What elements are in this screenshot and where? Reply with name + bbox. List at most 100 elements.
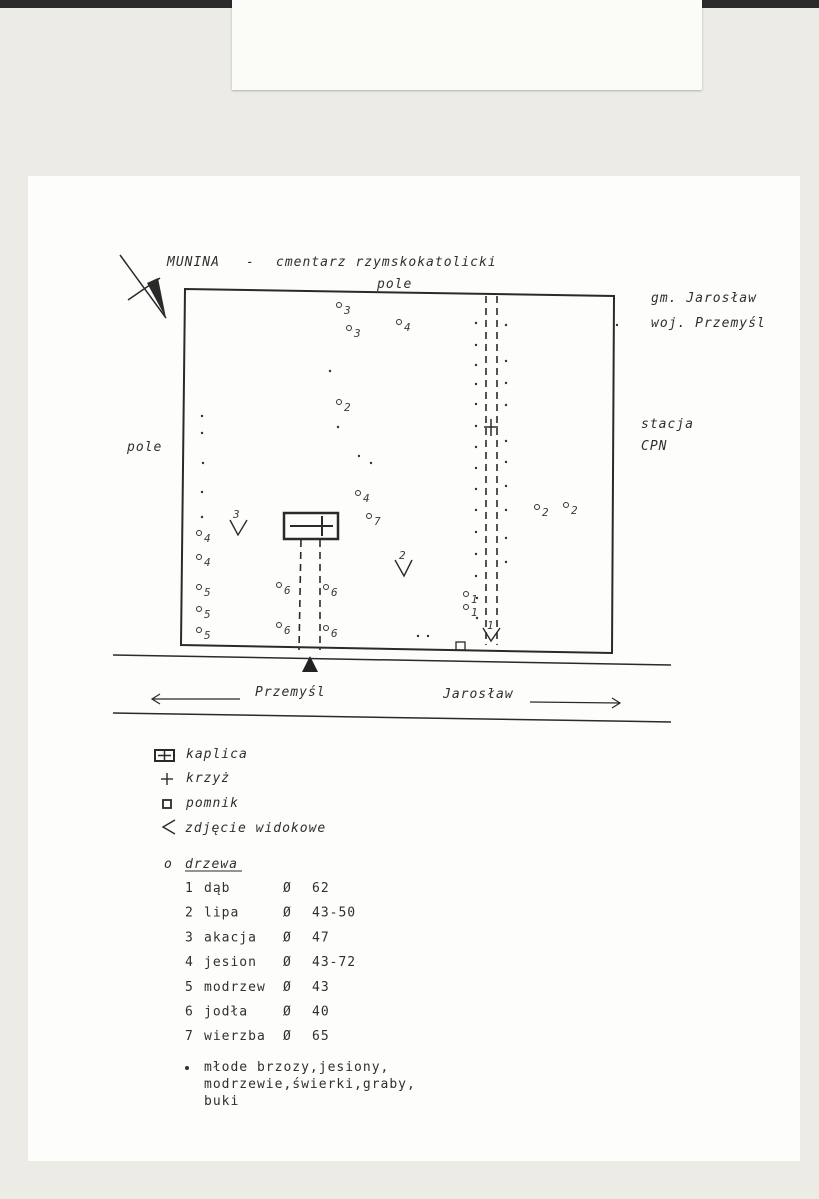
tree-ring-icon (276, 622, 282, 628)
tree-ring-icon (196, 606, 202, 612)
tree-species-diameter: 43-72 (312, 955, 356, 970)
legend-view: zdjęcie widokowe (161, 819, 326, 836)
young-trees-line-1: młode brzozy,jesiony, (204, 1060, 389, 1075)
tree-ring-icon (463, 591, 469, 597)
legend-label-monument: pomnik (185, 796, 239, 811)
tree-mark: 3 (336, 302, 351, 317)
tree-number: 7 (374, 515, 381, 528)
diameter-symbol: Ø (283, 955, 292, 970)
tree-number: 2 (542, 506, 549, 519)
arrow-left-icon (150, 693, 240, 705)
young-tree-dot (357, 454, 361, 458)
attached-paper-strip (232, 0, 702, 90)
tree-species-name: jesion (204, 955, 257, 970)
tree-number: 5 (204, 586, 211, 599)
young-tree-dot (475, 616, 479, 620)
tree-mark: 6 (323, 584, 338, 599)
young-tree-dot (615, 323, 619, 327)
young-tree-dot (200, 490, 204, 494)
cross-icon (161, 773, 173, 785)
legend-chapel: kaplica (154, 747, 247, 762)
tree-ring-icon (323, 584, 329, 590)
chapel-path-left (298, 539, 302, 651)
tree-species-name: modrzew (204, 980, 266, 995)
tree-ring-icon (196, 584, 202, 590)
tree-species-number: 1 (185, 881, 194, 896)
tree-ring-icon (196, 627, 202, 633)
road-edge-south (112, 712, 672, 723)
title-dash: - (246, 255, 255, 270)
tree-species-number: 3 (185, 930, 194, 945)
tree-species-name: akacja (204, 930, 257, 945)
young-tree-dot (474, 445, 478, 449)
young-tree-dot (475, 596, 479, 600)
map-title: MUNINA (166, 255, 220, 270)
tree-number: 3 (353, 327, 361, 340)
legend-monument: pomnik (162, 796, 239, 811)
view-angle-icon (161, 819, 176, 835)
entrance-marker-icon (302, 656, 318, 672)
tree-species-number: 6 (185, 1005, 194, 1020)
young-tree-dot (474, 508, 478, 512)
map-sheet (28, 176, 800, 1161)
young-tree-dot (474, 530, 478, 534)
young-trees-line-3: buki (204, 1094, 239, 1109)
tree-number: 3 (343, 304, 351, 317)
tree-number: 1 (471, 606, 478, 619)
monument-icon (455, 641, 466, 651)
tree-species-number: 4 (185, 955, 194, 970)
tree-number: 6 (284, 584, 291, 597)
young-tree-dot (474, 552, 478, 556)
young-tree-dot (474, 574, 478, 578)
young-trees-line-2: modrzewie,świerki,graby, (204, 1077, 416, 1092)
tree-mark: 3 (346, 325, 361, 340)
tree-mark: 4 (196, 530, 211, 545)
tree-ring-icon (346, 325, 352, 331)
tree-ring-icon (323, 625, 329, 631)
tree-ring-icon (534, 504, 540, 510)
legend-label-view: zdjęcie widokowe (185, 821, 326, 836)
tree-species-name: wierzba (204, 1029, 266, 1044)
tree-number: 4 (204, 532, 211, 545)
tree-mark: 1 (463, 591, 478, 606)
tree-ring-icon (196, 554, 202, 560)
young-tree-dot (504, 460, 508, 464)
diameter-symbol: Ø (283, 1005, 292, 1020)
tree-ring-icon (563, 502, 569, 508)
diameter-symbol: Ø (283, 881, 292, 896)
young-tree-dot (474, 424, 478, 428)
young-tree-dot (504, 439, 508, 443)
young-tree-dot (474, 487, 478, 491)
admin-voivodeship: woj. Przemyśl (651, 316, 766, 331)
tree-species-diameter: 43-50 (312, 906, 356, 921)
tree-number: 2 (571, 504, 578, 517)
tree-mark: 5 (196, 606, 211, 621)
diameter-symbol: Ø (283, 906, 292, 921)
tree-number: 6 (284, 624, 291, 637)
tree-species-number: 2 (185, 906, 194, 921)
tree-number: 5 (204, 629, 211, 642)
tree-mark: 6 (323, 625, 338, 640)
tree-mark: 4 (355, 490, 370, 505)
young-tree-dot (474, 321, 478, 325)
monument-icon (162, 799, 172, 809)
young-tree-dot (504, 536, 508, 540)
chapel-icon (154, 749, 175, 762)
tree-species-diameter: 65 (312, 1029, 330, 1044)
young-tree-dot (200, 515, 204, 519)
view-angle-icon: 1 (482, 619, 501, 643)
tree-number: 1 (471, 593, 478, 606)
young-tree-dot (426, 634, 430, 638)
tree-mark: 4 (196, 554, 211, 569)
tree-number: 6 (331, 586, 338, 599)
tree-number: 6 (331, 627, 338, 640)
tree-species-diameter: 40 (312, 1005, 330, 1020)
tree-number: 4 (404, 321, 411, 334)
tree-ring-icon (463, 604, 469, 610)
